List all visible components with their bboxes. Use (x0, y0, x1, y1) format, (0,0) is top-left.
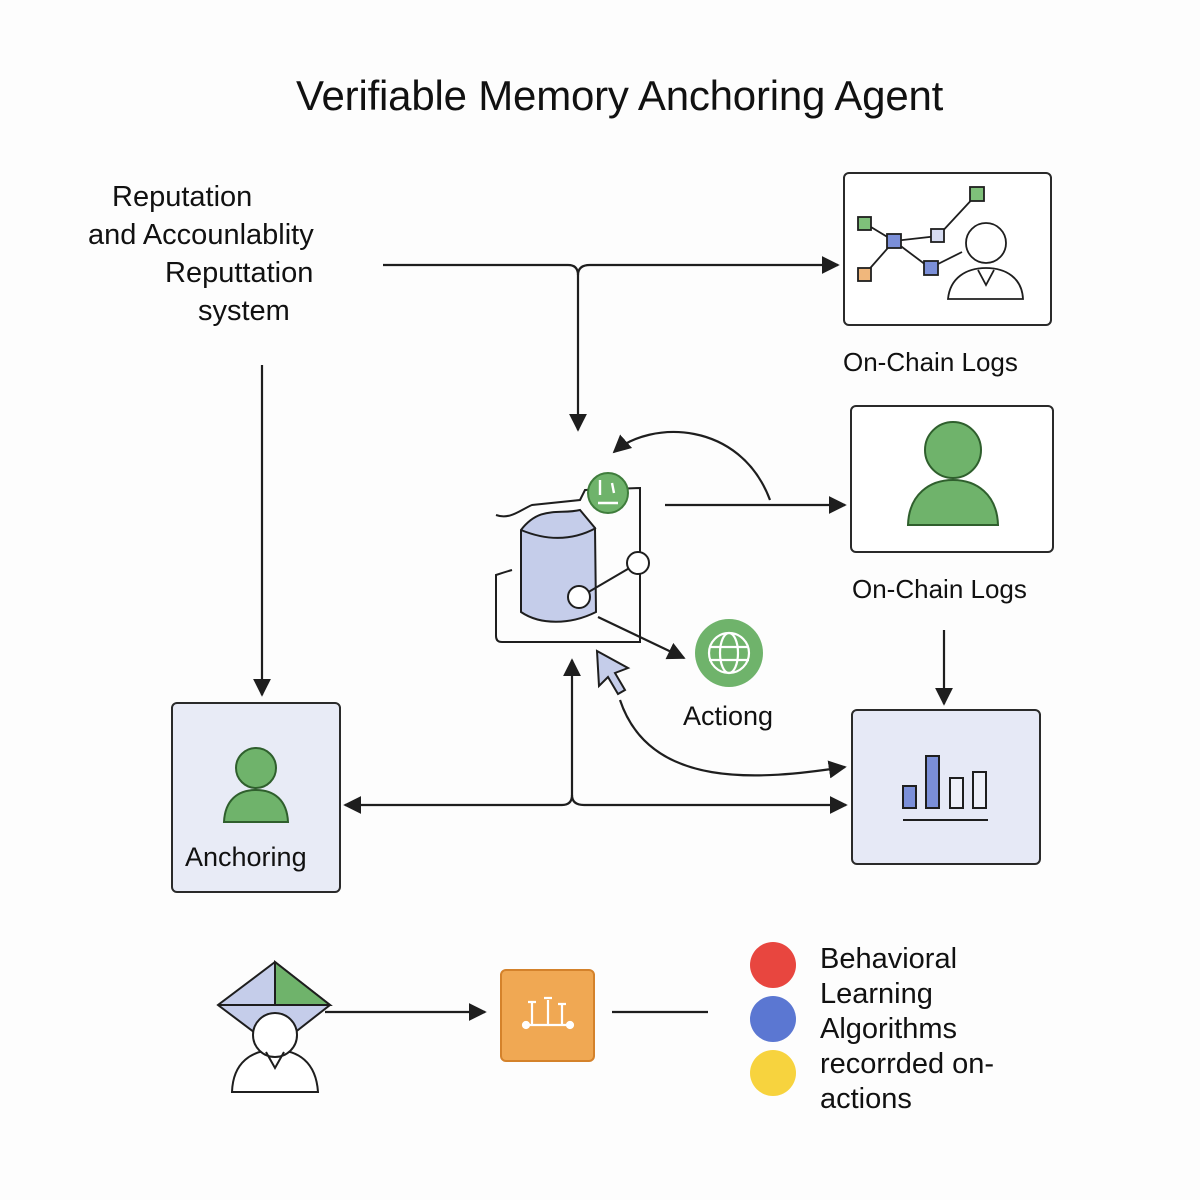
legend-line-5: actions (820, 1083, 912, 1115)
diagram-title: Verifiable Memory Anchoring Agent (296, 72, 944, 119)
legend-yellow-dot (750, 1050, 796, 1096)
actioning-label: Actiong (683, 701, 774, 731)
analytics-box[interactable] (851, 709, 1041, 865)
connector-to-analytics (570, 794, 848, 814)
globe-icon (695, 619, 763, 687)
connector-analytics-curve (618, 699, 847, 779)
user-with-diamond-icon (216, 959, 333, 1093)
legend-line-4: recorrded on- (820, 1048, 995, 1080)
reputation-line-2: and Accounlablity (88, 219, 314, 251)
circuit-icon (500, 969, 595, 1062)
legend-red-dot (750, 942, 796, 988)
connector-branch-to-logs (576, 256, 840, 276)
legend-blue-dot (750, 996, 796, 1042)
reputation-system-label: Reputation and Accounlablity Reputtation… (60, 178, 440, 330)
connector-reputation-to-logs (383, 263, 587, 432)
reputation-line-1: Reputation (112, 181, 253, 213)
onchain-logs-top-label: On-Chain Logs (843, 347, 1018, 377)
onchain-logs-mid-label: On-Chain Logs (852, 574, 1027, 604)
user-icon (906, 421, 1000, 526)
cursor-icon (595, 649, 631, 696)
network-user-icon (857, 186, 1024, 300)
database-icon (495, 486, 650, 643)
clock-badge-icon (587, 472, 629, 514)
connector-logs-curve-to-memory (612, 430, 772, 501)
reputation-line-4: system (198, 295, 290, 327)
legend-line-1: Behavioral (820, 943, 958, 975)
legend-line-2: Learning (820, 978, 933, 1010)
anchoring-label: Anchoring (185, 842, 307, 872)
connector-to-anchoring (343, 794, 574, 814)
legend-text: Behavioral Learning Algorithms recorrded… (820, 942, 994, 1117)
onchain-logs-top-box[interactable] (843, 172, 1052, 326)
legend-line-3: Algorithms (820, 1013, 957, 1045)
reputation-line-3: Reputtation (165, 257, 314, 289)
bar-chart-icon (902, 755, 988, 821)
anchoring-user-icon (222, 747, 290, 823)
